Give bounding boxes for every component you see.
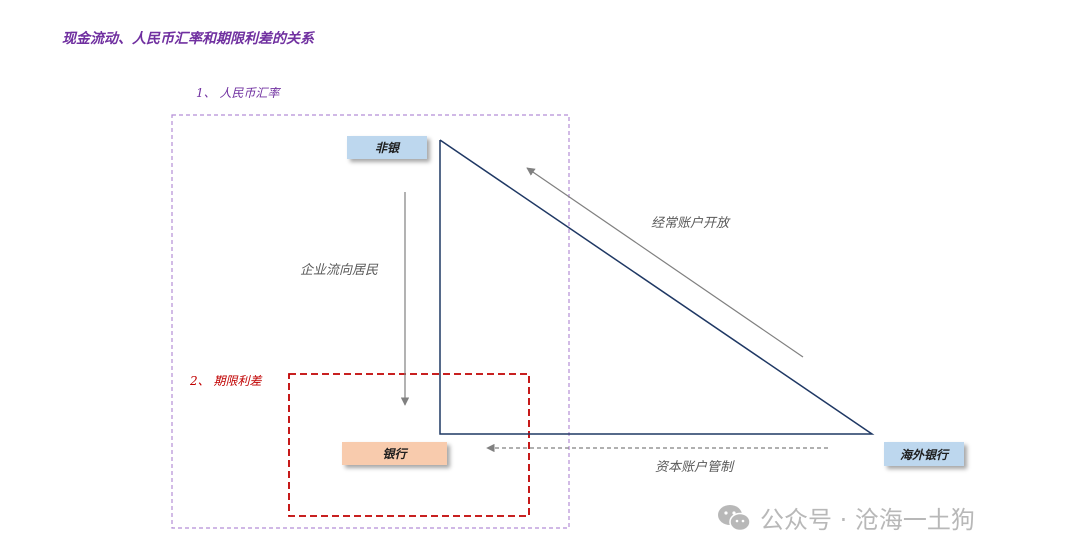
watermark-text: 公众号 · 沧海一土狗	[760, 506, 975, 534]
current-account-label: 经常账户开放	[651, 216, 730, 231]
page-title: 现金流动、人民币汇率和期限利差的关系	[62, 31, 314, 47]
section-term-spread-label: 2、 期限利差	[190, 374, 262, 388]
current-account-arrow	[526, 167, 804, 358]
node-nonbank: 非银	[347, 136, 427, 159]
node-nonbank-label: 非银	[374, 141, 399, 155]
watermark: 公众号 · 沧海一土狗	[716, 500, 975, 535]
flow-triangle	[439, 139, 875, 435]
node-overseas-bank-label: 海外银行	[899, 447, 948, 462]
wechat-icon	[718, 504, 751, 531]
corporate-flow-label: 企业流向居民	[300, 263, 379, 278]
term-spread-box	[288, 373, 530, 517]
node-bank-label: 银行	[382, 447, 407, 461]
capital-account-label: 资本账户管制	[655, 460, 734, 475]
node-overseas-bank: 海外银行	[884, 442, 964, 466]
node-bank: 银行	[342, 442, 447, 465]
section-rmb-rate-label: 1、 人民币汇率	[196, 86, 280, 100]
rmb-rate-box	[171, 114, 570, 529]
